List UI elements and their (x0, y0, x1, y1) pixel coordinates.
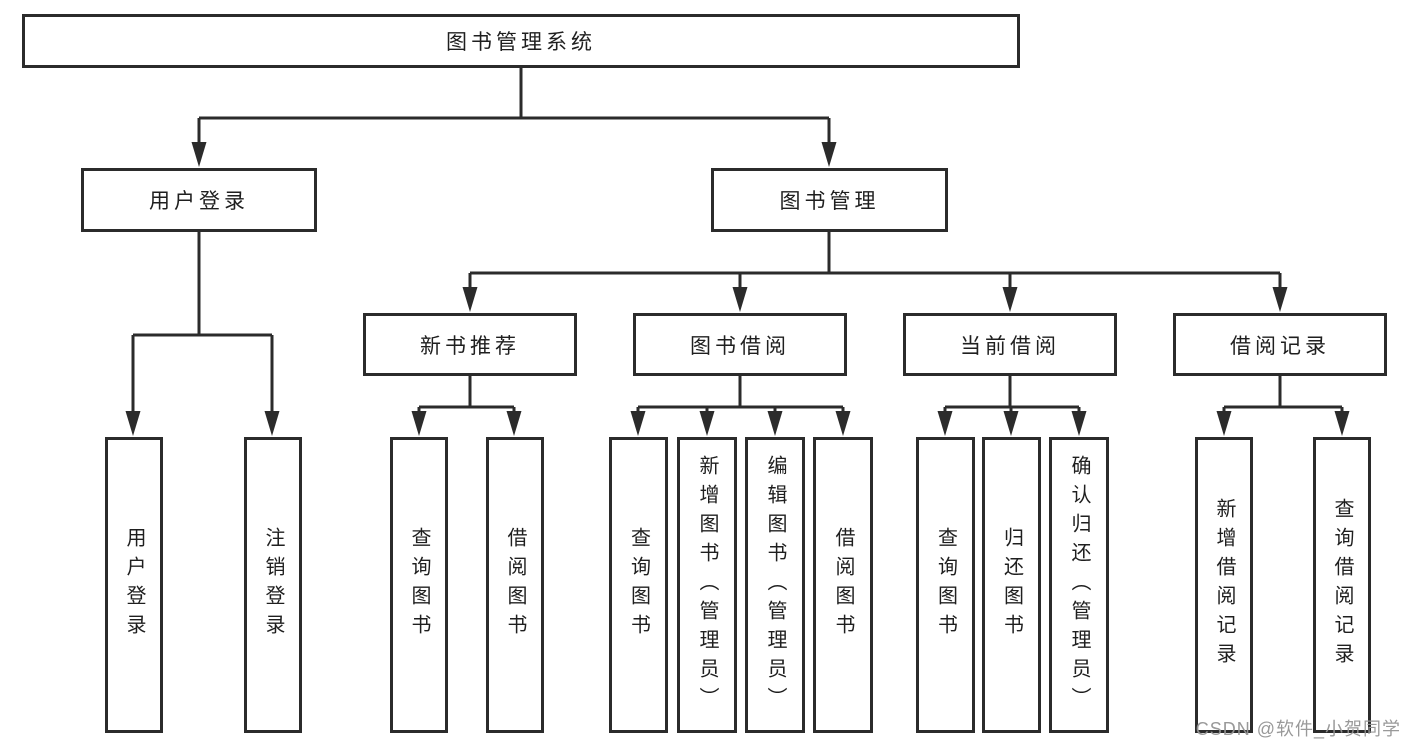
csdn-watermark: CSDN @软件_小贺同学 (1195, 719, 1401, 739)
node-book-borrowing: 图书借阅 (633, 313, 847, 376)
leaf-query-borrow-record: 查询借阅记录 (1313, 437, 1371, 733)
leaf-label: 查询图书 (934, 527, 957, 643)
leaf-label: 新增图书（管理员） (696, 454, 718, 716)
leaf-label: 确认归还（管理员） (1068, 454, 1090, 716)
leaf-query-book-current: 查询图书 (916, 437, 975, 733)
leaf-label: 查询图书 (627, 527, 650, 643)
leaf-label: 查询图书 (408, 527, 430, 643)
leaf-label: 编辑图书（管理员） (764, 454, 786, 716)
leaf-add-borrow-record: 新增借阅记录 (1195, 437, 1253, 733)
leaf-borrow-book-recommend: 借阅图书 (486, 437, 544, 733)
leaf-logout: 注销登录 (244, 437, 302, 733)
leaf-label: 新增借阅记录 (1213, 498, 1235, 672)
node-borrowing-records: 借阅记录 (1173, 313, 1387, 376)
leaf-edit-book-admin: 编辑图书（管理员） (745, 437, 805, 733)
leaf-query-book-recommend: 查询图书 (390, 437, 448, 733)
node-current-borrowing: 当前借阅 (903, 313, 1117, 376)
leaf-user-login: 用户登录 (105, 437, 163, 733)
leaf-add-book-admin: 新增图书（管理员） (677, 437, 737, 733)
node-book-management: 图书管理 (711, 168, 948, 232)
leaf-borrow-book: 借阅图书 (813, 437, 873, 733)
node-root: 图书管理系统 (22, 14, 1020, 68)
leaf-label: 借阅图书 (832, 527, 854, 643)
leaf-label: 注销登录 (262, 527, 284, 643)
leaf-query-book-borrowing: 查询图书 (609, 437, 668, 733)
leaf-return-book: 归还图书 (982, 437, 1041, 733)
leaf-label: 借阅图书 (504, 527, 526, 643)
node-new-book-recommend: 新书推荐 (363, 313, 577, 376)
leaf-confirm-return-admin: 确认归还（管理员） (1049, 437, 1109, 733)
leaf-label: 查询借阅记录 (1331, 498, 1353, 672)
leaf-label: 用户登录 (123, 527, 145, 643)
leaf-label: 归还图书 (1000, 527, 1023, 643)
node-user-login: 用户登录 (81, 168, 317, 232)
